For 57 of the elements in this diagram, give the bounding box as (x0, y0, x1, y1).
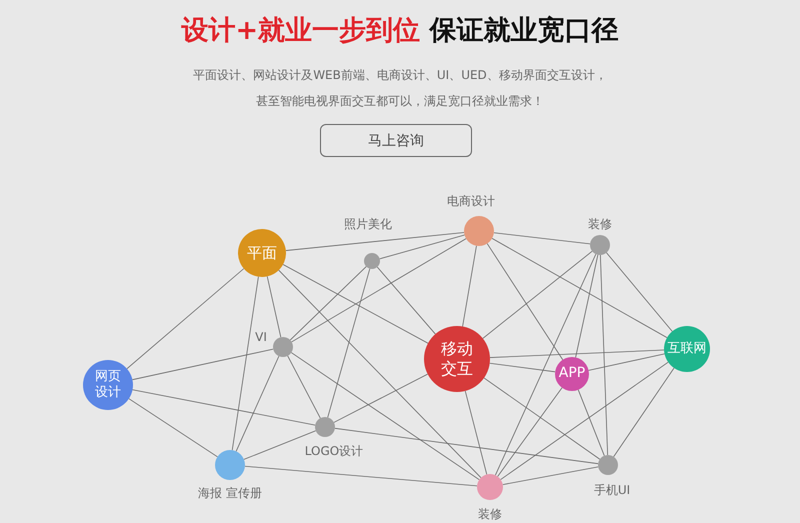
connector-line (132, 389, 316, 426)
connector-line (379, 234, 465, 260)
connector-line (494, 232, 590, 244)
connector-line (482, 250, 593, 339)
connector-line (490, 350, 664, 358)
connector-line (327, 268, 370, 418)
connector-line (484, 378, 600, 460)
connector-line (236, 356, 280, 452)
connector-line (613, 368, 674, 458)
connector-line (464, 390, 488, 475)
topic-circle: 网页设计 (83, 360, 133, 410)
connector-line (126, 268, 244, 370)
intro-paragraph: 平面设计、网站设计及WEB前端、电商设计、UI、UED、移动界面交互设计，甚至智能电视界面交互都可以，满足宽口径就业需求！ (192, 67, 608, 110)
consult-button: 马上咨询 (320, 124, 472, 157)
connector-line (500, 362, 669, 480)
connector-line (600, 254, 608, 456)
connector-line (266, 276, 282, 338)
heading: 保证就业宽口径 (430, 15, 619, 46)
connector-line (287, 355, 321, 419)
connector-line (232, 276, 259, 451)
connector-line (376, 266, 436, 334)
connector-line (606, 252, 673, 332)
connector-line (462, 245, 477, 327)
connector-line (290, 266, 367, 340)
connector-line (502, 466, 599, 486)
connector-line (244, 430, 316, 460)
node-label: 装修 (588, 216, 612, 233)
connector-line (244, 466, 478, 486)
node-label: 海报 宣传册 (198, 485, 262, 502)
connector-line (575, 254, 598, 358)
connector-line (578, 389, 605, 456)
connector-line (291, 238, 466, 342)
connector-line (132, 348, 274, 380)
node-label: VI (255, 330, 267, 344)
topic-circle: APP (555, 357, 589, 391)
node-label: 装修 (478, 506, 502, 523)
topic-circle: 平面 (238, 229, 286, 277)
connector-line (588, 353, 665, 371)
connector-line (334, 428, 598, 464)
connector-line (489, 362, 556, 372)
connector-line (334, 374, 428, 423)
node-label: 手机UI (594, 482, 630, 499)
connector-line (486, 243, 564, 360)
topic-circle: 移动交互 (424, 326, 490, 392)
connector-line (278, 270, 482, 478)
connector-line (285, 232, 464, 251)
node-label: 照片美化 (344, 216, 392, 233)
connector-line (497, 387, 562, 477)
topic-circle: 互联网 (664, 326, 710, 372)
connector-line (494, 254, 596, 476)
node-label: LOGO设计 (304, 443, 364, 460)
heading: 设计+就业一步到位 (181, 15, 420, 46)
connector-line (282, 264, 428, 344)
connector-line (128, 398, 218, 458)
node-label: 电商设计 (447, 193, 495, 210)
connector-line (290, 352, 480, 480)
connector-line (492, 238, 668, 338)
